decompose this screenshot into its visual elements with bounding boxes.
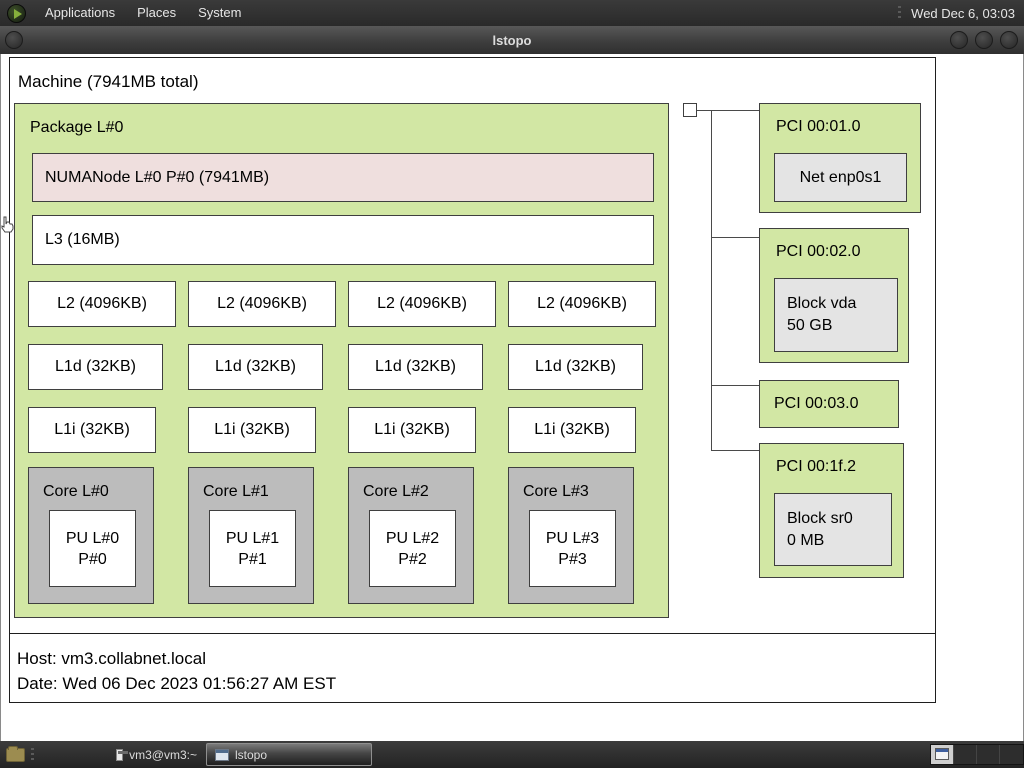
close-button[interactable] <box>1000 31 1018 49</box>
pci-box: PCI 00:02.0 Block vda 50 GB <box>759 228 909 363</box>
pci-label: PCI 00:02.0 <box>776 243 861 260</box>
block-device-size: 0 MB <box>787 531 825 549</box>
net-device-box: Net enp0s1 <box>774 153 907 202</box>
taskbar-item-terminal[interactable]: vm3@vm3:~ <box>108 743 205 766</box>
core-box: Core L#2 PU L#2 P#2 <box>348 467 474 604</box>
connector-line <box>697 110 759 111</box>
l2-cache-box: L2 (4096KB) <box>348 281 496 327</box>
pci-label: PCI 00:01.0 <box>776 118 861 135</box>
workspace-window-thumb <box>935 748 949 760</box>
window-title: lstopo <box>492 32 532 48</box>
l1i-cache-box: L1i (32KB) <box>508 407 636 453</box>
l1d-cache-box: L1d (32KB) <box>188 344 323 390</box>
block-device-name: Block vda <box>787 295 857 312</box>
core-label: Core L#0 <box>43 483 109 500</box>
l1i-cache-box: L1i (32KB) <box>188 407 316 453</box>
pu-box: PU L#0 P#0 <box>49 510 136 587</box>
menu-system[interactable]: System <box>198 5 242 20</box>
package-label: Package L#0 <box>30 119 124 136</box>
connector-line <box>711 110 712 451</box>
l1i-cache-box: L1i (32KB) <box>28 407 156 453</box>
lstopo-canvas: Machine (7941MB total) Package L#0 NUMAN… <box>0 54 1024 741</box>
date-line: Date: Wed 06 Dec 2023 01:56:27 AM EST <box>17 674 337 693</box>
pci-bridge-connector <box>683 103 697 117</box>
taskbar-item-label: vm3@vm3:~ <box>129 747 197 762</box>
core-box: Core L#0 PU L#0 P#0 <box>28 467 154 604</box>
connector-line <box>711 450 759 451</box>
l2-cache-box: L2 (4096KB) <box>508 281 656 327</box>
window-icon <box>215 748 229 761</box>
top-panel: Applications Places System Wed Dec 6, 03… <box>0 0 1024 26</box>
file-manager-icon[interactable] <box>6 745 25 762</box>
maximize-button[interactable] <box>975 31 993 49</box>
pu-physical: P#0 <box>78 550 107 568</box>
block-device-box: Block sr0 0 MB <box>774 493 892 566</box>
core-label: Core L#1 <box>203 483 269 500</box>
workspace-2[interactable] <box>954 745 977 764</box>
core-label: Core L#3 <box>523 483 589 500</box>
workspace-3[interactable] <box>977 745 1000 764</box>
window-menu-button[interactable] <box>5 31 23 49</box>
machine-label: Machine (7941MB total) <box>18 72 199 91</box>
pu-physical: P#1 <box>238 550 267 568</box>
pci-box: PCI 00:01.0 Net enp0s1 <box>759 103 921 213</box>
block-device-size: 50 GB <box>787 317 833 334</box>
taskbar-drag-handle[interactable] <box>31 747 34 762</box>
window-title-bar[interactable]: lstopo <box>0 26 1024 54</box>
l2-cache-box: L2 (4096KB) <box>188 281 336 327</box>
package-box: Package L#0 NUMANode L#0 P#0 (7941MB) L3… <box>14 103 669 618</box>
l1i-cache-box: L1i (32KB) <box>348 407 476 453</box>
block-device-name: Block sr0 <box>787 509 853 527</box>
taskbar-item-label: lstopo <box>235 747 268 762</box>
pu-logical: PU L#2 <box>385 529 440 547</box>
menu-places[interactable]: Places <box>137 5 177 20</box>
numa-node-box: NUMANode L#0 P#0 (7941MB) <box>32 153 654 202</box>
core-box: Core L#3 PU L#3 P#3 <box>508 467 634 604</box>
pu-box: PU L#1 P#1 <box>209 510 296 587</box>
host-line: Host: vm3.collabnet.local <box>17 649 206 668</box>
mouse-cursor <box>1 216 14 233</box>
workspace-4[interactable] <box>1000 745 1023 764</box>
legend-separator <box>10 633 935 634</box>
pci-box: PCI 00:03.0 <box>759 380 899 428</box>
pu-logical: PU L#0 <box>65 529 120 547</box>
pci-box: PCI 00:1f.2 Block sr0 0 MB <box>759 443 904 578</box>
taskbar-item-lstopo[interactable]: lstopo <box>206 743 372 766</box>
pu-physical: P#2 <box>398 550 427 568</box>
core-label: Core L#2 <box>363 483 429 500</box>
workspace-1[interactable] <box>931 745 954 764</box>
l2-cache-box: L2 (4096KB) <box>28 281 176 327</box>
panel-drag-handle[interactable] <box>898 6 902 20</box>
l1d-cache-box: L1d (32KB) <box>28 344 163 390</box>
pu-box: PU L#2 P#2 <box>369 510 456 587</box>
minimize-button[interactable] <box>950 31 968 49</box>
pu-logical: PU L#3 <box>545 529 600 547</box>
l1d-cache-box: L1d (32KB) <box>508 344 643 390</box>
terminal-icon <box>116 748 129 761</box>
connector-line <box>711 237 759 238</box>
clock-applet[interactable]: Wed Dec 6, 03:03 <box>911 5 1015 21</box>
distro-logo-icon[interactable] <box>7 3 26 23</box>
pu-logical: PU L#1 <box>225 529 280 547</box>
connector-line <box>711 385 759 386</box>
workspace-switcher <box>930 744 1024 765</box>
taskbar: vm3@vm3:~ lstopo <box>0 741 1024 768</box>
l3-cache-box: L3 (16MB) <box>32 215 654 265</box>
menu-applications[interactable]: Applications <box>45 5 116 20</box>
core-box: Core L#1 PU L#1 P#1 <box>188 467 314 604</box>
pu-physical: P#3 <box>558 550 587 568</box>
block-device-box: Block vda 50 GB <box>774 278 898 352</box>
l1d-cache-box: L1d (32KB) <box>348 344 483 390</box>
pci-label: PCI 00:1f.2 <box>776 458 857 475</box>
pu-box: PU L#3 P#3 <box>529 510 616 587</box>
